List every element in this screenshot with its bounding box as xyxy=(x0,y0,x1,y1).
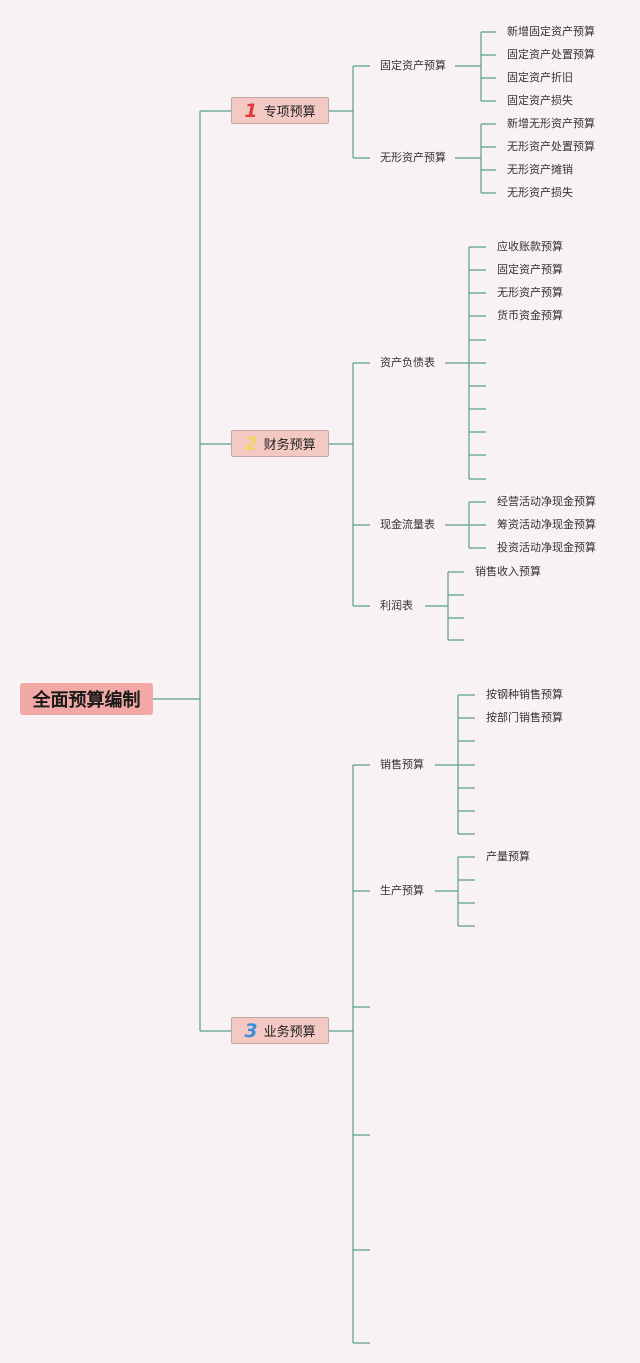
leaf-node: 应收账款预算 xyxy=(497,240,563,253)
leaf-node: 新增固定资产预算 xyxy=(507,25,595,38)
branch-number-3: 3 xyxy=(244,1019,258,1042)
subnode-production-budget: 生产预算 xyxy=(380,884,424,897)
root-node: 全面预算编制 xyxy=(20,683,153,715)
leaf-node: 投资活动净现金预算 xyxy=(497,541,596,554)
leaf-node: 无形资产处置预算 xyxy=(507,140,595,153)
subnode-sales-budget: 销售预算 xyxy=(380,758,424,771)
leaf-node: 固定资产预算 xyxy=(497,263,563,276)
leaf-node: 按部门销售预算 xyxy=(486,711,563,724)
leaf-node: 货币资金预算 xyxy=(497,309,563,322)
leaf-node: 筹资活动净现金预算 xyxy=(497,518,596,531)
subnode-intangible-asset-budget: 无形资产预算 xyxy=(380,151,446,164)
leaf-node: 固定资产折旧 xyxy=(507,71,573,84)
leaf-node: 产量预算 xyxy=(486,850,530,863)
branch-label: 专项预算 xyxy=(263,105,316,120)
leaf-node: 无形资产损失 xyxy=(507,186,573,199)
subnode-profit-statement: 利润表 xyxy=(380,599,413,612)
leaf-node: 固定资产损失 xyxy=(507,94,573,107)
leaf-node: 销售收入预算 xyxy=(475,565,541,578)
leaf-node: 按钢种销售预算 xyxy=(486,688,563,701)
leaf-node: 固定资产处置预算 xyxy=(507,48,595,61)
leaf-node: 新增无形资产预算 xyxy=(507,117,595,130)
subnode-fixed-asset-budget: 固定资产预算 xyxy=(380,59,446,72)
leaf-node: 无形资产摊销 xyxy=(507,163,573,176)
branch-financial-budget: 2 财务预算 xyxy=(231,430,329,457)
branch-label: 业务预算 xyxy=(263,1025,316,1040)
subnode-balance-sheet: 资产负债表 xyxy=(380,356,435,369)
branch-label: 财务预算 xyxy=(263,438,316,453)
branch-business-budget: 3 业务预算 xyxy=(231,1017,329,1044)
branch-special-budget: 1 专项预算 xyxy=(231,97,329,124)
subnode-cash-flow: 现金流量表 xyxy=(380,518,435,531)
branch-number-2: 2 xyxy=(244,432,258,455)
leaf-node: 无形资产预算 xyxy=(497,286,563,299)
leaf-node: 经营活动净现金预算 xyxy=(497,495,596,508)
branch-number-1: 1 xyxy=(244,99,258,122)
